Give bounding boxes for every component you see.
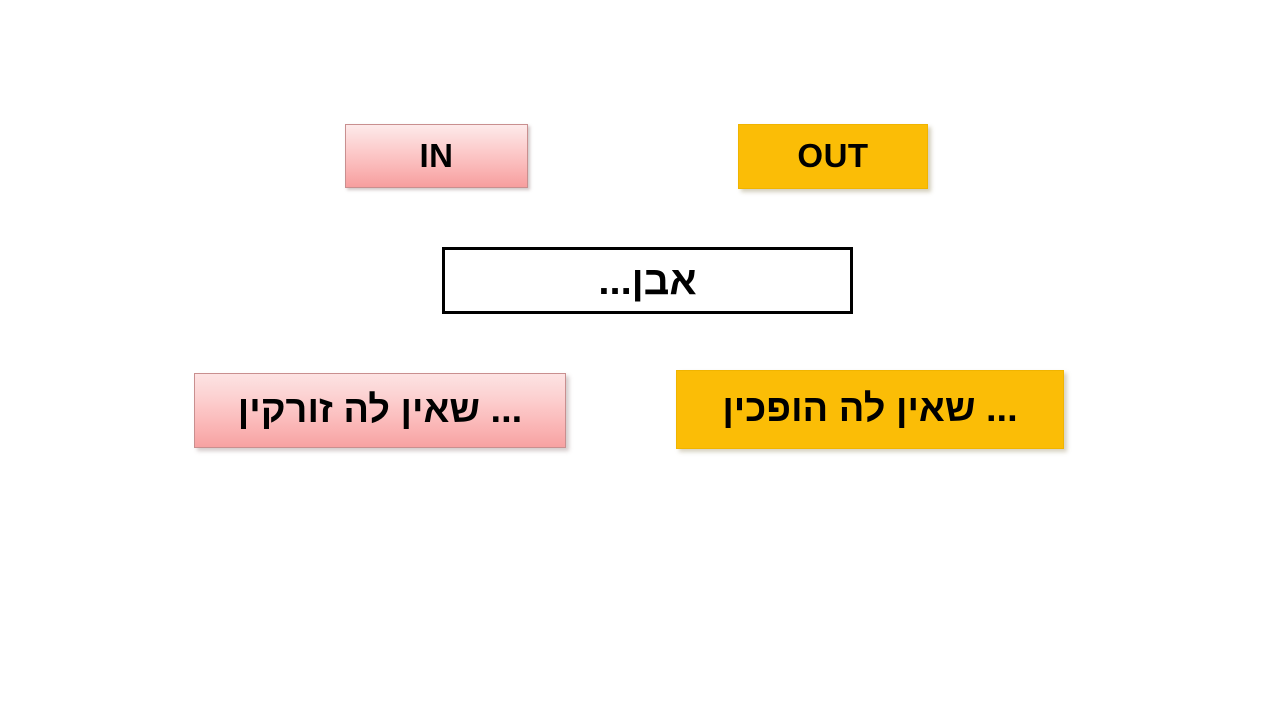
in-category-box[interactable]: ... שאין לה זורקין bbox=[194, 373, 566, 448]
out-category-box[interactable]: ... שאין לה הופכין bbox=[676, 370, 1064, 449]
out-category-label: ... שאין לה הופכין bbox=[722, 387, 1018, 430]
out-header-box[interactable]: OUT bbox=[738, 124, 928, 189]
term-box[interactable]: אבן... bbox=[442, 247, 853, 314]
in-category-label: ... שאין לה זורקין bbox=[237, 388, 523, 431]
in-header-box[interactable]: IN bbox=[345, 124, 528, 188]
term-label: אבן... bbox=[598, 258, 697, 303]
in-header-label: IN bbox=[419, 136, 454, 174]
out-header-label: OUT bbox=[797, 137, 869, 175]
